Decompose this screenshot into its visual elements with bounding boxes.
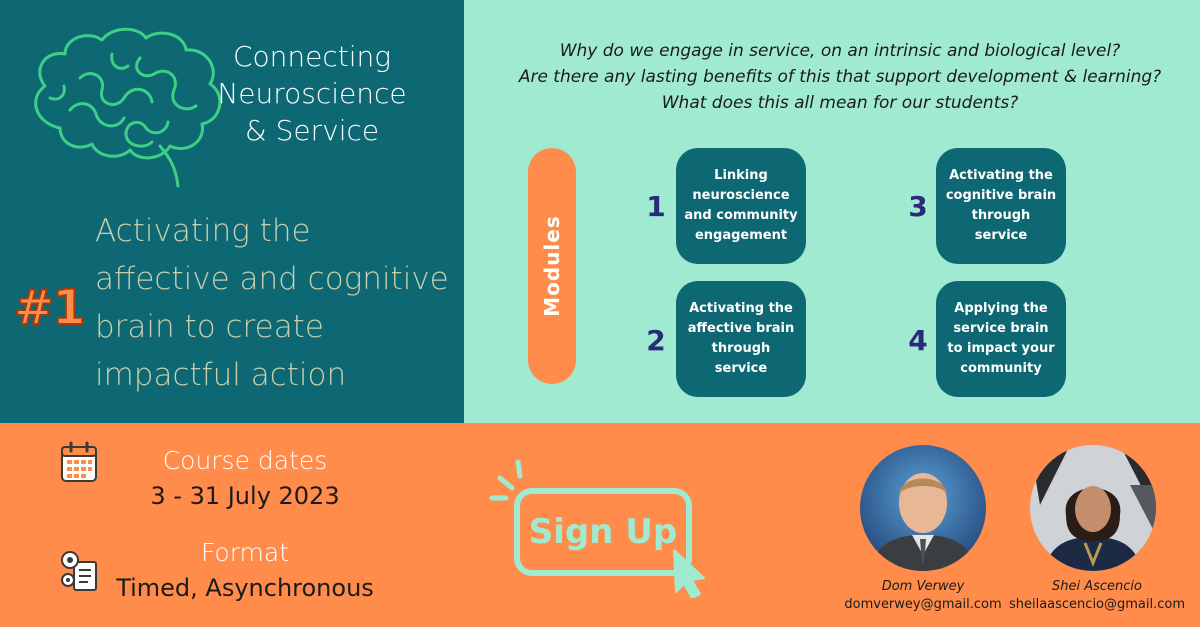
module-number-4: 4 (908, 324, 928, 357)
person-email-2[interactable]: sheilaascencio@gmail.com (1008, 597, 1186, 612)
guiding-questions: Why do we engage in service, on an intri… (500, 38, 1180, 116)
subtitle-line: impactful action (95, 357, 347, 393)
module-card-1[interactable]: Linking neuroscience and community engag… (676, 148, 806, 264)
module-number-3: 3 (908, 190, 928, 223)
brain-icon (34, 27, 222, 188)
subtitle-line: brain to create (95, 309, 324, 345)
module-number-2: 2 (646, 324, 666, 357)
left-panel (0, 0, 464, 423)
person-name-1: Dom Verwey (881, 579, 965, 594)
course-dates-label: Course dates (162, 446, 328, 475)
format-label: Format (200, 538, 290, 567)
course-title: Connecting Neuroscience & Service (212, 38, 412, 149)
module-number-1: 1 (646, 190, 666, 223)
subtitle-line: Activating the (95, 213, 311, 249)
course-title-line: Neuroscience (217, 77, 407, 110)
question-line: Are there any lasting benefits of this t… (518, 67, 1162, 87)
course-subtitle: Activating the affective and cognitive b… (95, 207, 455, 399)
modules-pill (528, 148, 576, 384)
module-card-3[interactable]: Activating the cognitive brain through s… (936, 148, 1066, 264)
right-panel (464, 0, 1200, 423)
module-number-badge: #1 (13, 279, 87, 337)
subtitle-line: affective and cognitive (95, 261, 449, 297)
question-line: What does this all mean for our students… (661, 93, 1019, 113)
person-email-1[interactable]: domverwey@gmail.com (844, 597, 1002, 612)
course-title-line: Connecting (232, 40, 392, 73)
course-title-line: & Service (244, 114, 380, 147)
format-icon (61, 551, 97, 591)
person-name-2: Shei Ascencio (1052, 579, 1142, 594)
module-card-4[interactable]: Applying the service brain to impact you… (936, 281, 1066, 397)
bottom-panel (0, 423, 1200, 627)
course-dates-value: 3 - 31 July 2023 (150, 482, 340, 510)
sign-up-button[interactable]: Sign Up (514, 488, 692, 576)
avatar-shei-ascencio (1030, 445, 1156, 571)
avatar-dom-verwey (860, 445, 986, 571)
module-card-2[interactable]: Activating the affective brain through s… (676, 281, 806, 397)
calendar-icon (61, 441, 97, 482)
question-line: Why do we engage in service, on an intri… (559, 41, 1121, 61)
modules-label: Modules (540, 215, 564, 317)
format-value: Timed, Asynchronous (116, 574, 374, 602)
